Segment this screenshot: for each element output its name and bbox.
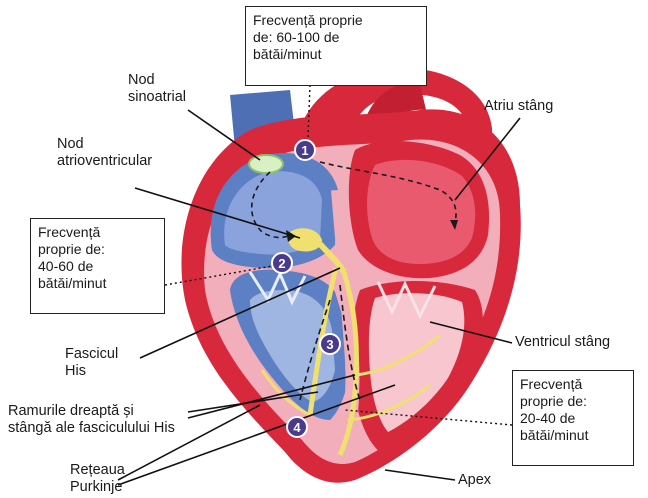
label-atriu-stang: Atriu stâng: [484, 98, 553, 115]
label-nod-sinoatrial: Nod sinoatrial: [128, 72, 186, 106]
marker-4-label: 4: [293, 420, 301, 435]
label-purkinje-line-2: Purkinje: [70, 479, 125, 496]
label-nod-av-line-1: Nod: [57, 136, 152, 153]
label-nod-atrioventricular: Nod atrioventricular: [57, 136, 152, 170]
label-apex: Apex: [458, 472, 491, 489]
frequency-box-right-line-2: proprie de:: [520, 393, 626, 410]
marker-3-label: 3: [326, 337, 333, 352]
label-ramurile-line-1: Ramurile dreaptă și: [8, 403, 175, 420]
frequency-box-top: Frecvență proprie de: 60-100 de bătăi/mi…: [245, 6, 427, 86]
pointer-apex: [385, 470, 455, 480]
marker-2-label: 2: [278, 256, 285, 271]
frequency-box-left-line-1: Frecvență: [38, 224, 157, 241]
frequency-box-right-line-4: bătăi/minut: [520, 427, 626, 444]
marker-3: 3: [320, 334, 340, 354]
frequency-box-left: Frecvență proprie de: 40-60 de bătăi/min…: [30, 218, 165, 314]
frequency-box-top-line-2: de: 60-100 de: [253, 29, 419, 46]
sinoatrial-node: [249, 155, 283, 173]
frequency-box-top-line-1: Frecvență proprie: [253, 12, 419, 29]
marker-4: 4: [287, 417, 307, 437]
frequency-box-left-line-3: 40-60 de: [38, 258, 157, 275]
label-ramurile-line-2: stângă ale fasciculului His: [8, 420, 175, 437]
label-fascicul-his: Fascicul His: [65, 346, 118, 380]
frequency-box-right: Frecvență proprie de: 20-40 de bătăi/min…: [512, 370, 634, 466]
label-ramurile: Ramurile dreaptă și stângă ale fasciculu…: [8, 403, 175, 437]
label-nod-sinoatrial-line-2: sinoatrial: [128, 89, 186, 106]
label-nod-sinoatrial-line-1: Nod: [128, 72, 186, 89]
frequency-box-top-line-3: bătăi/minut: [253, 46, 419, 63]
label-ventricul-stang: Ventricul stâng: [515, 334, 610, 351]
label-purkinje-line-1: Rețeaua: [70, 462, 125, 479]
frequency-box-right-line-1: Frecvență: [520, 376, 626, 393]
label-fascicul-his-line-2: His: [65, 363, 118, 380]
marker-1-label: 1: [301, 143, 308, 158]
frequency-box-left-line-4: bătăi/minut: [38, 275, 157, 292]
frequency-box-left-line-2: proprie de:: [38, 241, 157, 258]
marker-2: 2: [272, 253, 292, 273]
frequency-box-right-line-3: 20-40 de: [520, 410, 626, 427]
marker-1: 1: [295, 140, 315, 160]
label-reteaua-purkinje: Rețeaua Purkinje: [70, 462, 125, 496]
label-nod-av-line-2: atrioventricular: [57, 153, 152, 170]
label-fascicul-his-line-1: Fascicul: [65, 346, 118, 363]
